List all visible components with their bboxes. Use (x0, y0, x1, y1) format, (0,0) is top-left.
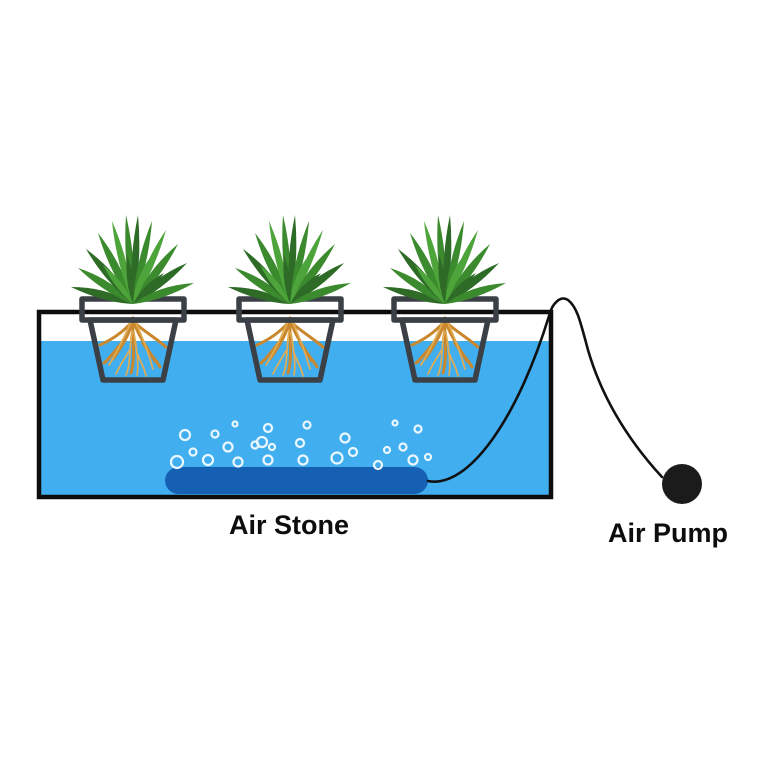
plant-in-net-pot (228, 215, 351, 383)
plant-roots (437, 330, 445, 376)
plant-roots (290, 332, 296, 376)
bubble (297, 454, 309, 466)
plant-roots (115, 350, 130, 375)
bubble (294, 437, 306, 449)
plant-leaf (410, 233, 445, 304)
plant-leaf (235, 268, 290, 304)
plant-roots (136, 352, 147, 377)
bubble (210, 429, 220, 439)
bubble (398, 442, 408, 452)
plant-leaf (133, 259, 149, 304)
plant-leaf (283, 255, 291, 304)
plant-leaf (290, 273, 321, 304)
plant-leaf (255, 233, 290, 304)
plant-leaf (126, 255, 134, 304)
plant-leaf (260, 265, 290, 304)
bubble (413, 424, 423, 434)
bubble (262, 422, 274, 434)
bubble (231, 420, 239, 428)
bubble (423, 452, 433, 462)
bubble (232, 456, 244, 468)
bubble (178, 428, 192, 442)
plant-leaf (78, 268, 133, 304)
plant-leaf (228, 286, 290, 304)
bubble (407, 454, 419, 466)
plant-leaf (445, 273, 476, 304)
net-pot-body (244, 317, 336, 383)
plant-roots (448, 352, 459, 377)
air-tube (426, 297, 664, 483)
bubble (391, 419, 399, 427)
bubbles-group (169, 419, 433, 471)
plant-roots (272, 350, 287, 375)
plant-leaf (98, 233, 133, 304)
bubble (302, 420, 312, 430)
net-pot-body (399, 317, 491, 383)
bubble (222, 441, 234, 453)
plant-leaf (131, 215, 140, 304)
plant-leaf (290, 259, 306, 304)
plant-leaf (71, 286, 133, 304)
plant-in-net-pot (71, 215, 194, 383)
plant-leaf (445, 259, 461, 304)
plants-group (71, 215, 506, 383)
plant-roots (427, 350, 442, 375)
air-stone-label: Air Stone (229, 510, 349, 540)
bubble (347, 446, 359, 458)
bubble (339, 432, 351, 444)
plant-roots (282, 330, 290, 376)
bubble (267, 442, 277, 452)
plant-roots (286, 321, 293, 375)
plant-leaf (133, 283, 194, 304)
bubble (255, 435, 269, 449)
air-stone (165, 467, 428, 494)
bubble (382, 445, 392, 455)
plant-leaf (390, 268, 445, 304)
plant-leaf (445, 283, 506, 304)
plant-leaf (415, 265, 445, 304)
bubble (262, 454, 274, 466)
air-pump (662, 464, 702, 504)
plant-roots (441, 321, 448, 375)
bubble (169, 454, 185, 470)
plant-leaf (438, 255, 446, 304)
plant-roots (133, 332, 139, 376)
plant-leaf (290, 283, 351, 304)
plant-in-net-pot (383, 215, 506, 383)
net-pot-body (87, 317, 179, 383)
plant-roots (445, 332, 451, 376)
plant-leaf (443, 215, 452, 304)
plant-leaf (133, 273, 164, 304)
plant-roots (293, 352, 304, 377)
plant-roots (129, 321, 136, 375)
plant-roots (125, 330, 133, 376)
bubble (188, 447, 198, 457)
air-pump-label: Air Pump (608, 518, 728, 548)
plant-leaf (103, 265, 133, 304)
plant-leaf (383, 286, 445, 304)
bubble (330, 451, 344, 465)
tank-outline (36, 309, 554, 500)
bubble (372, 459, 384, 471)
plant-leaf (288, 215, 297, 304)
bubble (201, 453, 215, 467)
